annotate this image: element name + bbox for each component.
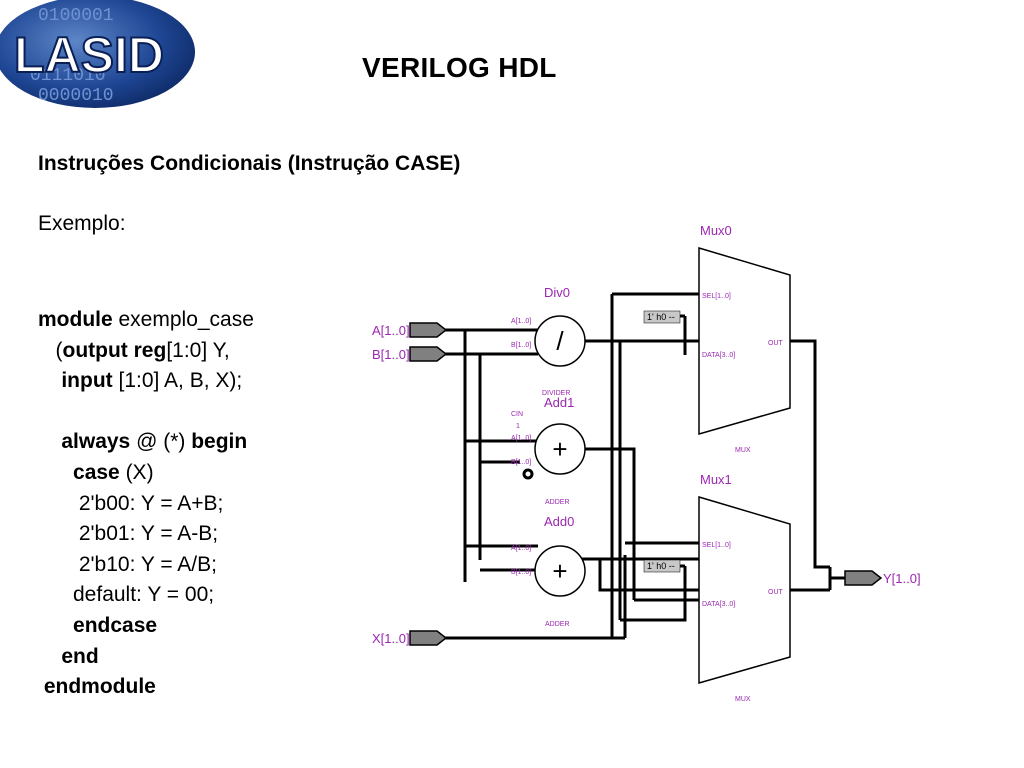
- svg-text:A[1..0]: A[1..0]: [511, 435, 531, 442]
- mux0-block: [698, 246, 791, 435]
- code-line-blank: [38, 397, 254, 428]
- mux1-block: [698, 495, 791, 684]
- adder1-symbol: +: [552, 434, 567, 464]
- code-line-1: module exemplo_case: [38, 308, 254, 331]
- add0-name: Add0: [544, 514, 574, 529]
- code-line-3: input [1:0] A, B, X);: [61, 369, 243, 393]
- rtl-schematic: 1' h0 -- 1' h0 -- / + + A[1..0] B[1..0] …: [372, 223, 921, 703]
- svg-text:DATA[3..0]: DATA[3..0]: [702, 352, 735, 359]
- svg-text:OUT: OUT: [768, 589, 784, 596]
- svg-text:MUX: MUX: [735, 447, 751, 454]
- mux0-const: 1' h0 --: [647, 312, 675, 322]
- port-a: [409, 322, 448, 338]
- mux1-const: 1' h0 --: [647, 561, 675, 571]
- svg-text:ADDER: ADDER: [545, 499, 570, 506]
- svg-text:SEL[1..0]: SEL[1..0]: [702, 542, 731, 549]
- svg-text:1: 1: [516, 423, 520, 430]
- svg-text:B[1..0]: B[1..0]: [511, 569, 531, 576]
- code-line-12: end: [61, 644, 99, 668]
- adder0-block: [534, 545, 586, 597]
- section-subtitle: Instruções Condicionais (Instrução CASE): [38, 152, 461, 175]
- svg-text:B[1..0]: B[1..0]: [511, 342, 531, 349]
- mux0-name: Mux0: [700, 223, 732, 238]
- adder1-block: [534, 423, 586, 475]
- code-line-2: (output reg[1:0] Y,: [38, 338, 230, 362]
- page-title: VERILOG HDL: [362, 52, 557, 83]
- svg-text:OUT: OUT: [768, 340, 784, 347]
- divider-block: [534, 315, 586, 367]
- div-name: Div0: [544, 285, 570, 300]
- example-label: Exemplo:: [38, 212, 126, 235]
- code-line-9: 2'b10: Y = A/B;: [38, 552, 217, 576]
- port-b: [409, 346, 448, 362]
- label-a: A[1..0]: [372, 323, 410, 338]
- add1-name: Add1: [544, 395, 574, 410]
- mux1-name: Mux1: [700, 472, 732, 487]
- code-line-7: 2'b00: Y = A+B;: [38, 491, 224, 515]
- verilog-code: module exemplo_case (output reg[1:0] Y, …: [38, 305, 254, 703]
- code-line-11: endcase: [73, 613, 158, 637]
- logo-digits-2: 0111010: [30, 66, 106, 86]
- svg-text:MUX: MUX: [735, 696, 751, 703]
- code-line-13: endmodule: [43, 675, 156, 699]
- code-line-8: 2'b01: Y = A-B;: [38, 522, 219, 546]
- svg-text:A[1..0]: A[1..0]: [511, 545, 531, 552]
- svg-text:DATA[3..0]: DATA[3..0]: [702, 601, 735, 608]
- logo-text: LASID: [14, 27, 164, 83]
- logo-digits-1: 0100001: [38, 6, 114, 26]
- label-x: X[1..0]: [372, 631, 410, 646]
- port-x: [409, 630, 448, 646]
- svg-text:SEL[1..0]: SEL[1..0]: [702, 293, 731, 300]
- label-y: Y[1..0]: [883, 571, 921, 586]
- code-line-5: always @ (*) begin: [61, 430, 248, 454]
- svg-text:CIN: CIN: [511, 411, 523, 418]
- svg-text:ADDER: ADDER: [545, 621, 570, 628]
- adder0-symbol: +: [552, 556, 567, 586]
- label-b: B[1..0]: [372, 347, 410, 362]
- divider-symbol: /: [556, 326, 564, 356]
- lasid-logo: 0100001 0111010 0000010 LASID: [0, 0, 195, 108]
- port-y: [844, 570, 883, 586]
- svg-text:DIVIDER: DIVIDER: [542, 390, 570, 397]
- svg-text:A[1..0]: A[1..0]: [511, 318, 531, 325]
- code-line-10: default: Y = 00;: [38, 583, 215, 607]
- code-line-6: case (X): [73, 460, 154, 484]
- logo-digits-3: 0000010: [38, 86, 114, 106]
- svg-text:B[1..0]: B[1..0]: [511, 459, 531, 466]
